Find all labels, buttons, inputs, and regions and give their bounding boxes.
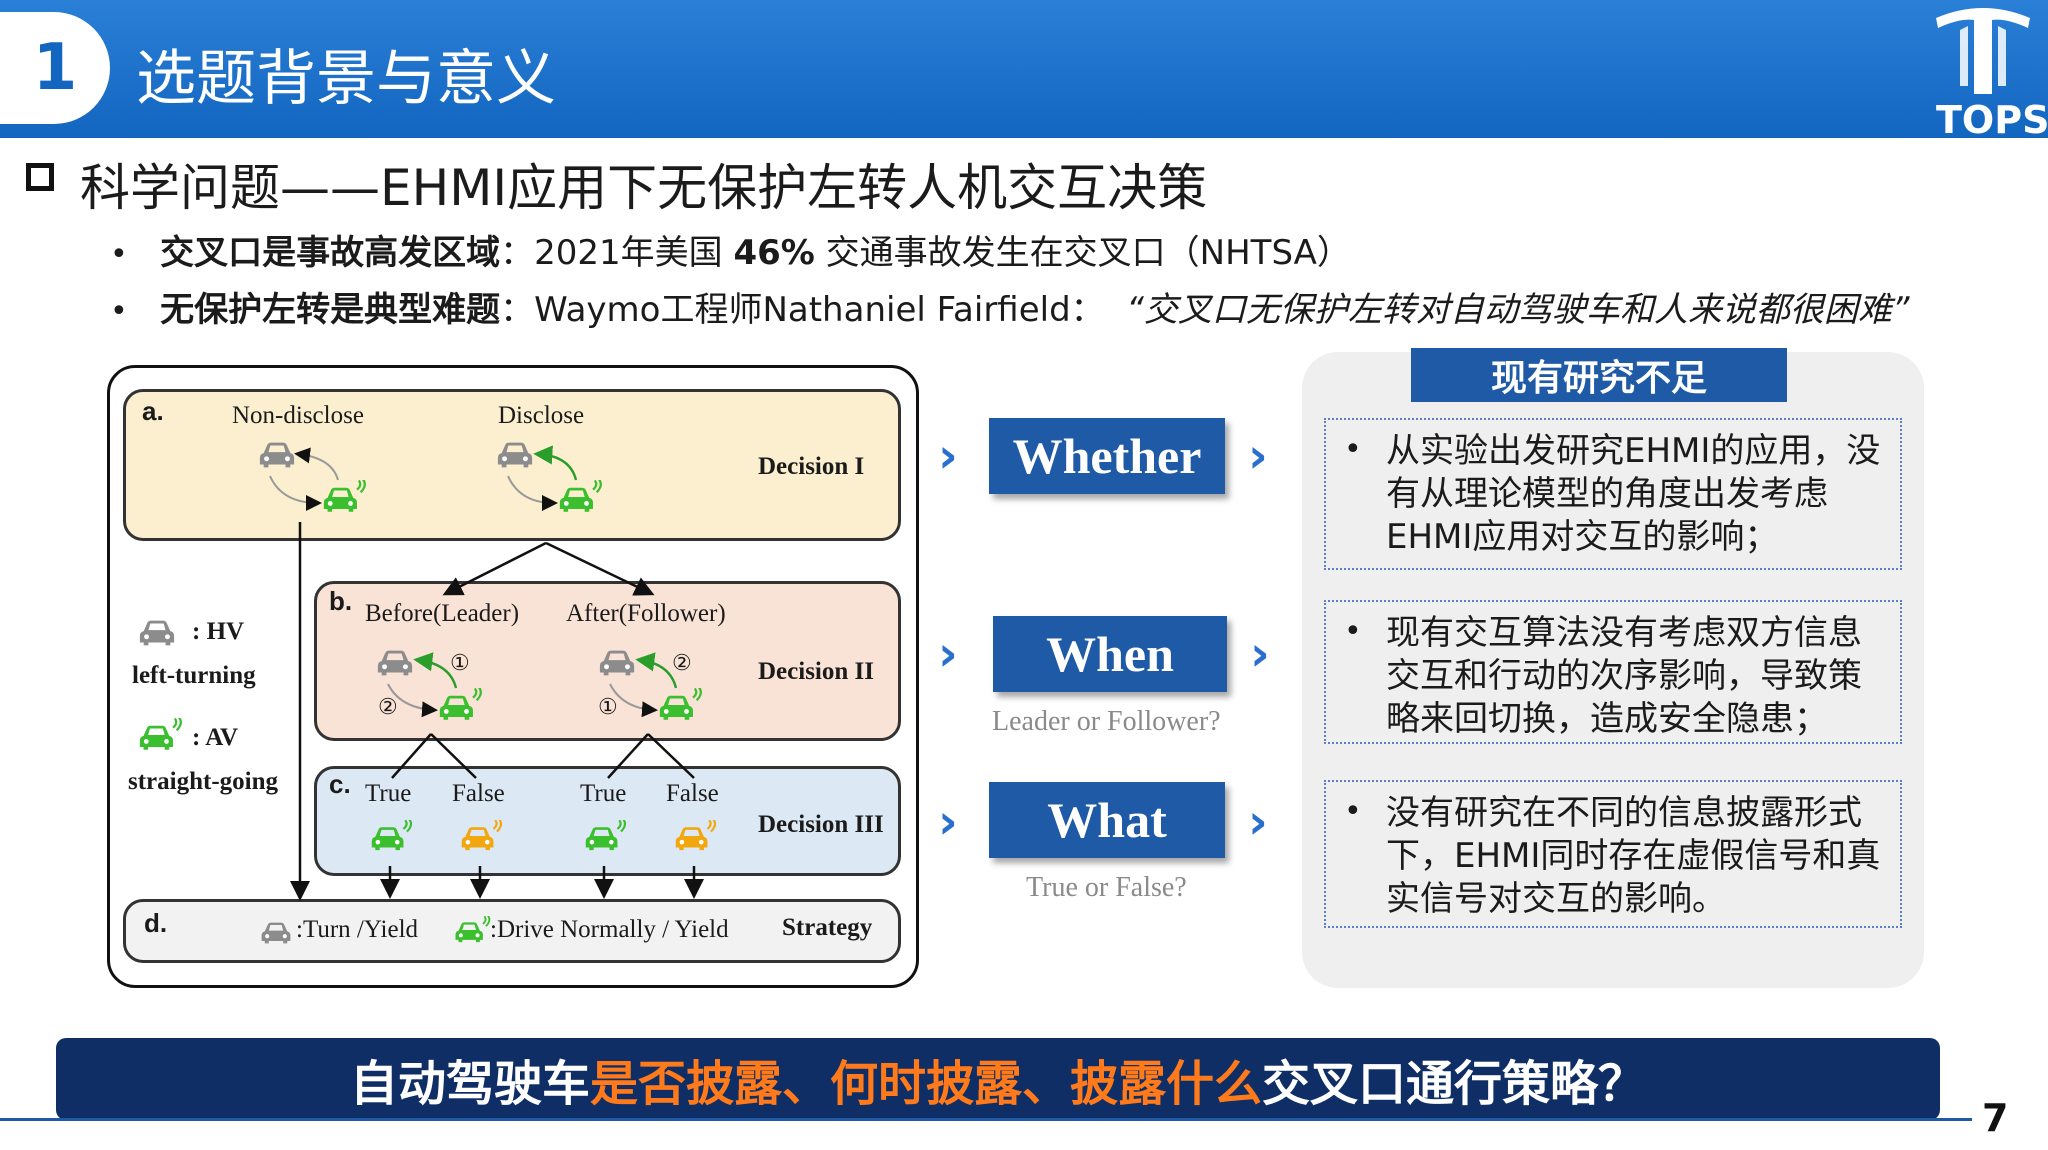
chevron-right-icon: › xyxy=(1250,626,1270,682)
strategy-item-1: :Turn /Yield xyxy=(296,916,419,943)
decision-diagram: a. Non-disclose Disclose Decision I b. B… xyxy=(107,365,919,988)
header-title: 选题背景与意义 xyxy=(136,44,556,114)
gap-item-2: • 现有交互算法没有考虑双方信息交互和行动的次序影响，导致策略来回切换，造成安全… xyxy=(1324,600,1902,744)
decision-box-c xyxy=(314,766,901,876)
conclusion-banner: 自动驾驶车是否披露、何时披露、披露什么交叉口通行策略？ xyxy=(56,1038,1940,1120)
page-number: 7 xyxy=(1982,1096,2009,1140)
bullet-1-strong: 46% xyxy=(733,233,815,273)
bullet-icon: • xyxy=(110,294,128,329)
question-what-sub: True or False? xyxy=(1026,872,1187,903)
av-false-car-icon xyxy=(462,818,501,850)
bullet-icon: • xyxy=(1344,794,1362,829)
bullet-icon: • xyxy=(1344,614,1362,649)
legend-av-label: : AV xyxy=(192,724,239,751)
decision-2-label: Decision II xyxy=(758,658,874,685)
bullet-1-bold: 交叉口是事故高发区域 xyxy=(160,233,501,273)
bullet-2-text: ：Waymo工程师Nathaniel Fairfield： xyxy=(500,290,1105,330)
gap-item-1-text: 从实验出发研究EHMI的应用，没有从理论模型的角度出发考虑EHMI应用对交互的影… xyxy=(1386,431,1881,557)
box-c-label-true-2: True xyxy=(580,780,627,807)
hv-car-icon xyxy=(377,650,413,676)
legend-av-icon xyxy=(140,717,181,750)
box-d-letter: d. xyxy=(144,908,168,938)
box-a-letter: a. xyxy=(142,396,164,426)
bullet-1-text: ：2021年美国 xyxy=(500,233,734,273)
tops-logo xyxy=(1936,8,2030,94)
question-when-sub: Leader or Follower? xyxy=(992,706,1221,737)
header-bar xyxy=(0,0,2048,138)
box-a-left-label: Non-disclose xyxy=(232,402,364,429)
decision-1-label: Decision I xyxy=(758,453,865,480)
order-1-left: ① xyxy=(450,650,470,675)
box-b-right-label: After(Follower) xyxy=(566,600,726,627)
panel-title: 现有研究不足 xyxy=(1411,348,1787,402)
research-gap-panel xyxy=(1302,352,1924,988)
banner-highlight: 是否披露、何时披露、披露什么 xyxy=(589,1056,1262,1112)
av-car-icon xyxy=(660,687,701,720)
footer-divider xyxy=(0,1118,1972,1121)
diagram-connectors xyxy=(110,442,922,944)
strategy-item-2: :Drive Normally / Yield xyxy=(490,916,729,943)
banner-part-3: 交叉口通行策略？ xyxy=(1262,1056,1647,1112)
bullet-1-text2: 交通事故发生在交叉口（NHTSA） xyxy=(814,233,1351,273)
chevron-right-icon: › xyxy=(1248,428,1268,484)
chevron-right-icon: › xyxy=(938,794,958,850)
legend-hv-desc: left-turning xyxy=(132,662,256,689)
box-c-label-false-1: False xyxy=(452,780,505,807)
question-what: What xyxy=(989,782,1225,858)
av-true-car-icon xyxy=(586,818,625,850)
legend-hv-label: : HV xyxy=(192,618,245,645)
chevron-right-icon: › xyxy=(1248,794,1268,850)
gap-item-3-text: 没有研究在不同的信息披露形式下，EHMI同时存在虚假信号和真实信号对交互的影响。 xyxy=(1386,793,1881,919)
box-b-left-label: Before(Leader) xyxy=(365,600,520,627)
bullet-2-bold: 无保护左转是典型难题 xyxy=(160,290,501,330)
bullet-2-quote: “交叉口无保护左转对自动驾驶车和人来说都很困难” xyxy=(1126,290,1910,330)
logo-text: TOPS xyxy=(1936,98,2048,142)
av-true-car-icon xyxy=(372,818,411,850)
question-when: When xyxy=(993,616,1227,692)
gap-item-3: • 没有研究在不同的信息披露形式下，EHMI同时存在虚假信号和真实信号对交互的影… xyxy=(1324,780,1902,928)
bullet-line-1: • 交叉口是事故高发区域：2021年美国 46% 交通事故发生在交叉口（NHTS… xyxy=(110,225,1351,274)
strategy-label: Strategy xyxy=(782,914,873,941)
order-2-right: ② xyxy=(672,650,692,675)
gap-item-1: • 从实验出发研究EHMI的应用，没有从理论模型的角度出发考虑EHMI应用对交互… xyxy=(1324,418,1902,570)
legend-av-desc: straight-going xyxy=(128,768,278,795)
hv-car-icon xyxy=(497,442,533,468)
legend-hv-icon xyxy=(139,620,175,646)
bullet-icon: • xyxy=(110,237,128,272)
order-2-left: ② xyxy=(378,694,398,719)
strategy-box-d xyxy=(123,899,901,963)
order-1-right: ① xyxy=(598,694,618,719)
chevron-right-icon: › xyxy=(938,428,958,484)
box-b-letter: b. xyxy=(329,586,353,616)
box-a-right-label: Disclose xyxy=(498,402,585,429)
section-number-badge: 1 xyxy=(0,12,110,124)
question-whether: Whether xyxy=(989,418,1225,494)
hv-car-icon xyxy=(599,650,635,676)
chevron-right-icon: › xyxy=(938,626,958,682)
decision-3-label: Decision III xyxy=(758,811,884,838)
section-title: 科学问题——EHMI应用下无保护左转人机交互决策 xyxy=(80,159,1208,217)
av-car-icon xyxy=(456,915,490,942)
box-c-label-false-2: False xyxy=(666,780,719,807)
bullet-icon: • xyxy=(1344,432,1362,467)
banner-part-1: 自动驾驶车 xyxy=(349,1056,590,1112)
av-false-car-icon xyxy=(676,818,715,850)
bullet-line-2: • 无保护左转是典型难题：Waymo工程师Nathaniel Fairfield… xyxy=(110,282,1910,331)
hv-car-icon xyxy=(261,922,291,944)
gap-item-2-text: 现有交互算法没有考虑双方信息交互和行动的次序影响，导致策略来回切换，造成安全隐患… xyxy=(1386,613,1862,739)
av-car-icon xyxy=(560,479,601,512)
av-car-icon xyxy=(440,687,481,720)
box-c-letter: c. xyxy=(329,769,351,799)
av-car-icon xyxy=(324,479,365,512)
hv-car-icon xyxy=(259,442,295,468)
decision-box-a xyxy=(123,389,901,541)
box-c-label-true-1: True xyxy=(365,780,412,807)
section-checkbox-icon xyxy=(26,163,54,191)
